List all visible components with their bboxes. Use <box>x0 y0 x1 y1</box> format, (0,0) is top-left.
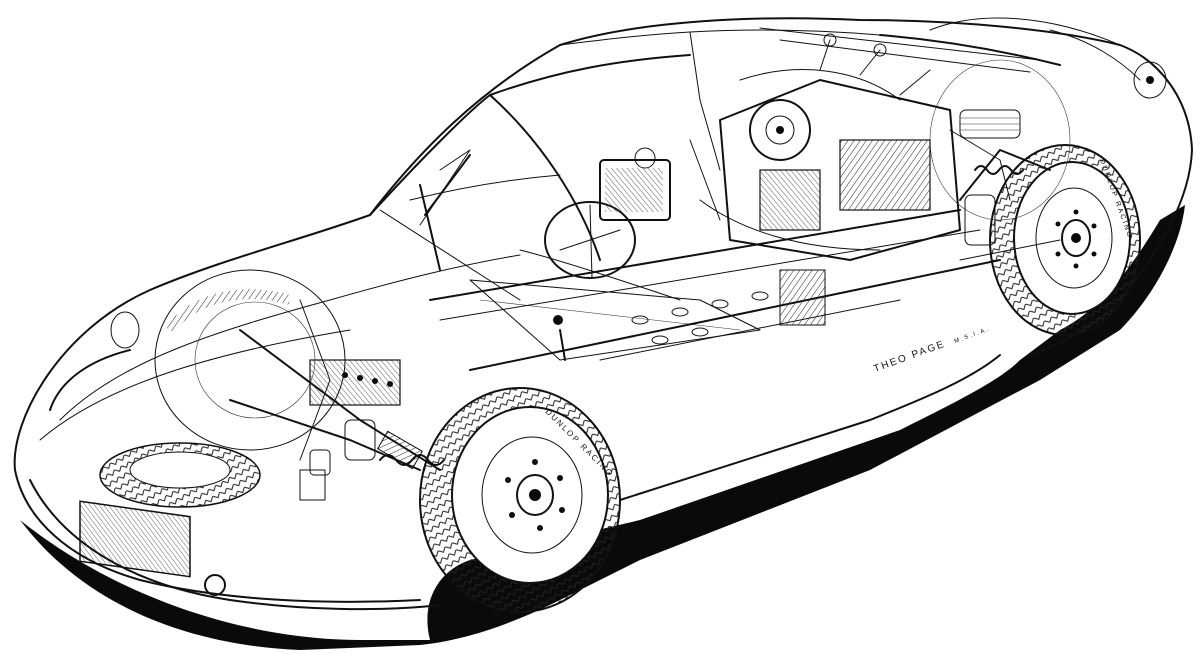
engine <box>689 33 1021 261</box>
rear-deck <box>759 17 1167 99</box>
front-suspension <box>229 299 445 501</box>
car-body-outline <box>13 17 1193 611</box>
chassis-floor <box>429 209 1001 371</box>
cabin-roof <box>369 29 881 301</box>
rear-suspension <box>959 149 1061 261</box>
windscreen-wiper <box>419 154 471 271</box>
cockpit <box>469 147 761 361</box>
rear-wheel <box>989 144 1141 336</box>
artist-signature: THEO PAGE <box>872 339 947 375</box>
nose-section <box>49 311 226 596</box>
front-wheel <box>419 387 621 613</box>
artist-signature-suffix: M.S.I.A. <box>954 326 991 344</box>
spare-wheel <box>99 442 261 508</box>
